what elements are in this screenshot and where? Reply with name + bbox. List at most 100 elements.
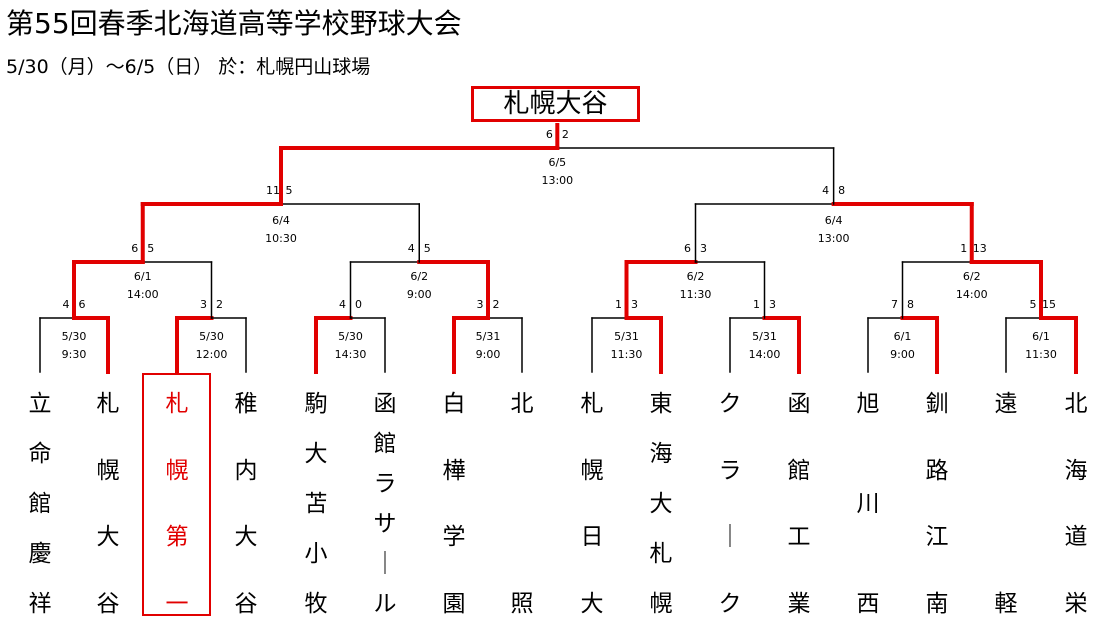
team-name-char: 大 xyxy=(580,590,604,617)
team-name-char: 東 xyxy=(649,391,673,417)
team-name-char: 旭 xyxy=(856,391,880,417)
team-name: 札幌第一 xyxy=(157,390,197,618)
team-name-char: 慶 xyxy=(28,541,52,567)
team-name-char: 釧 xyxy=(925,391,949,417)
team-name-char: 稚 xyxy=(234,391,258,417)
quarterfinal-score-left: 6 xyxy=(131,242,139,255)
semifinal-match-info-date: 6/4 xyxy=(272,214,290,227)
first-round-score-left: 7 xyxy=(891,298,898,311)
team-name: 釧路江南 xyxy=(917,390,957,618)
team-name-char: 命 xyxy=(28,441,52,467)
first-round-score-right: 3 xyxy=(631,298,638,311)
team-name-char: 日 xyxy=(580,524,604,551)
team-name-char: 学 xyxy=(442,524,466,551)
quarterfinal-score-left: 1 xyxy=(960,242,968,255)
team-name-char: ク xyxy=(718,590,742,617)
quarterfinal-match-info-date: 6/2 xyxy=(962,270,981,283)
team-name: 東海大札幌 xyxy=(641,390,681,618)
first-round-score-right: 0 xyxy=(355,298,362,311)
team-name-char: 大 xyxy=(304,441,328,467)
first-round-score-right: 15 xyxy=(1042,298,1056,311)
team-name-char: 札 xyxy=(165,391,189,417)
quarterfinal-match-info-time: 11:30 xyxy=(679,288,712,301)
semifinal-score-right: 5 xyxy=(285,184,293,197)
quarterfinal-score-left: 4 xyxy=(407,242,415,255)
team-name-char: ｜ xyxy=(718,524,742,551)
team-name: 旭川西 xyxy=(848,390,888,618)
first-round-match-info-time: 14:30 xyxy=(334,348,367,361)
final-match-info: 6/5 13:00 xyxy=(541,154,573,190)
team-name: 稚内大谷 xyxy=(226,390,266,618)
semifinal-match-info: 6/4 13:00 xyxy=(818,212,850,248)
team-name-char: 幌 xyxy=(649,591,673,617)
team-name-char: 駒 xyxy=(304,391,328,417)
team-name-char: 館 xyxy=(787,457,811,484)
champion-box: 札幌大谷 xyxy=(471,86,640,122)
team-name-char: 栄 xyxy=(1064,590,1088,617)
first-round-match-info-time: 14:00 xyxy=(748,348,781,361)
quarterfinal-match-info-time: 9:00 xyxy=(406,288,432,301)
quarterfinal-match-info-time: 14:00 xyxy=(126,288,159,301)
team-name-char: 樺 xyxy=(442,457,466,484)
semifinal-match-info-time: 13:00 xyxy=(817,232,850,245)
team-name-char: 白 xyxy=(442,391,466,417)
team-name-char: 館 xyxy=(28,491,52,517)
team-name-char: ル xyxy=(373,591,397,617)
first-round-score-left: 3 xyxy=(476,298,484,311)
team-name-char: 照 xyxy=(510,591,534,617)
team-name-char: 苫 xyxy=(304,491,328,517)
team-name-char: 江 xyxy=(925,524,949,551)
team-name-char: 西 xyxy=(856,591,880,617)
first-round-match-info-date: 5/31 xyxy=(475,330,501,343)
team-name-char: 立 xyxy=(28,391,52,417)
team-name-char: ラ xyxy=(373,471,397,497)
team-name-char: 遠 xyxy=(994,391,1018,417)
semifinal-match-info-date: 6/4 xyxy=(824,214,843,227)
final-match-info-date: 6/5 xyxy=(548,156,567,169)
first-round-score-left: 3 xyxy=(200,298,207,311)
team-name-char: 函 xyxy=(373,391,397,417)
team-name-char: 内 xyxy=(234,457,258,484)
team-name-char: 幌 xyxy=(580,457,604,484)
first-round-score-left: 1 xyxy=(615,298,622,311)
semifinal-score-left: 4 xyxy=(822,184,830,197)
first-round-match-info-date: 5/31 xyxy=(614,330,639,343)
team-name: 札幌大谷 xyxy=(88,390,128,618)
first-round-score-right: 6 xyxy=(78,298,86,311)
first-round-match-info-time: 9:30 xyxy=(61,348,87,361)
final-match-info-time: 13:00 xyxy=(541,174,574,187)
first-round-score-left: 4 xyxy=(339,298,346,311)
first-round-match-info: 5/30 9:30 xyxy=(62,328,87,364)
team-name: クラ｜ク xyxy=(710,390,750,618)
team-name-char: 工 xyxy=(787,524,811,551)
team-name-char: 大 xyxy=(649,491,673,517)
team-name-char: 牧 xyxy=(304,591,328,617)
team-name: 函館ラサ｜ル xyxy=(365,390,405,618)
team-name-char: 川 xyxy=(856,491,880,517)
team-name: 立命館慶祥 xyxy=(20,390,60,618)
first-round-match-info-date: 5/30 xyxy=(61,330,87,343)
team-name-char: 一 xyxy=(165,590,189,617)
first-round-score-left: 4 xyxy=(62,298,70,311)
first-round-match-info-date: 6/1 xyxy=(1032,330,1050,343)
first-round-score-left: 1 xyxy=(753,298,760,311)
first-round-score-right: 8 xyxy=(907,298,914,311)
team-name-char: 札 xyxy=(96,391,120,417)
first-round-match-info-date: 5/30 xyxy=(199,330,224,343)
team-name-char: 館 xyxy=(373,431,397,457)
team-name-char: 路 xyxy=(925,457,949,484)
first-round-score-right: 2 xyxy=(492,298,500,311)
team-name-char: 園 xyxy=(442,590,466,617)
team-name-char: 函 xyxy=(787,391,811,417)
team-name-char: 札 xyxy=(649,541,673,567)
team-name: 函館工業 xyxy=(779,390,819,618)
page-subtitle: 5/30（月）～6/5（日） 於：札幌円山球場 xyxy=(6,56,371,78)
team-name: 白樺学園 xyxy=(434,390,474,618)
team-name-char: 道 xyxy=(1064,524,1088,551)
